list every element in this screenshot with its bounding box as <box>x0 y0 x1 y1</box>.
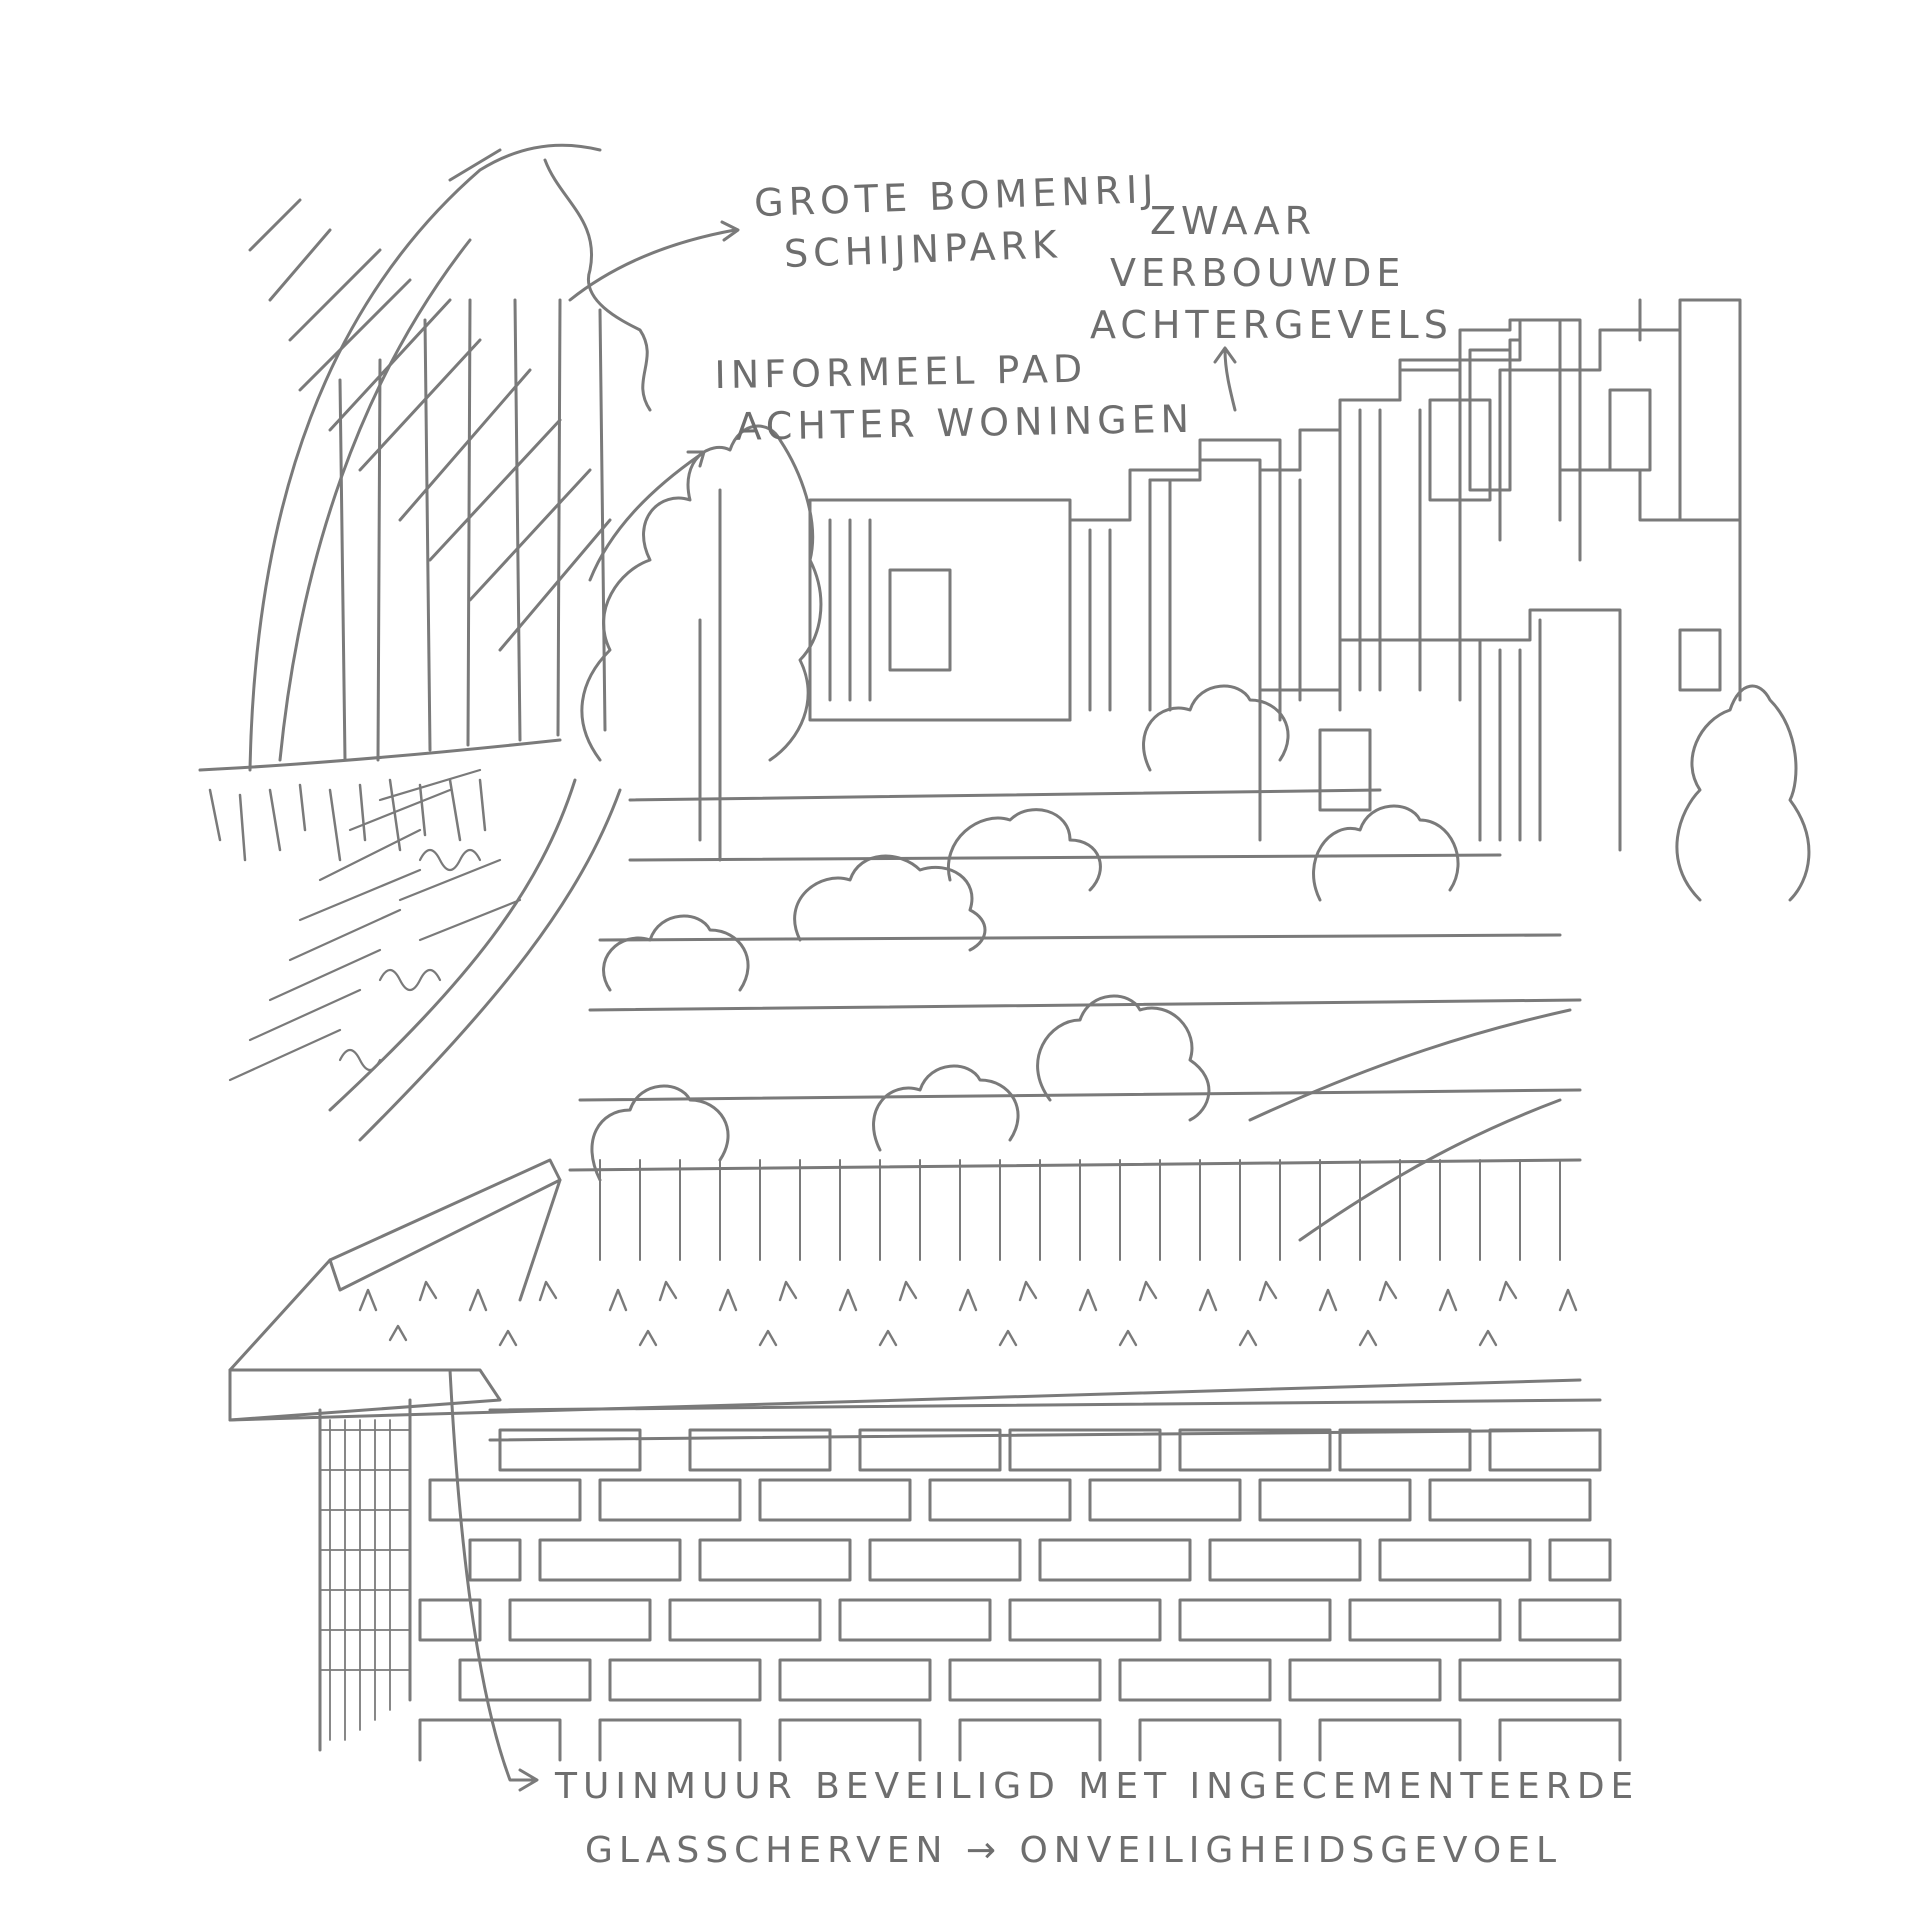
arrow-to-wall-note <box>448 1368 537 1782</box>
arrow-to-facades <box>1223 348 1237 412</box>
annotation-garden-wall: TUINMUUR BEVEILIGD MET INGECEMENTEERDE G… <box>555 1755 1639 1883</box>
tree-row <box>198 143 652 862</box>
gardens <box>568 684 1582 1261</box>
annotation-garden-wall-line2: GLASSCHERVEN → ONVEILIGHEIDSGEVOEL <box>585 1830 1563 1871</box>
brick-wall <box>318 1398 1622 1762</box>
rear-facades <box>808 298 1811 902</box>
annotation-rear-facades-line2: VERBOUWDE <box>1110 251 1406 295</box>
arrow-to-trees <box>568 228 737 302</box>
annotation-garden-wall-line1: TUINMUUR BEVEILIGD MET INGECEMENTEERDE <box>555 1766 1640 1807</box>
annotation-rear-facades-line1: ZWAAR <box>1150 199 1316 243</box>
annotation-rear-facades-line3: ACHTERGEVELS <box>1090 303 1453 347</box>
informal-path <box>228 768 622 1142</box>
annotation-informal-path: INFORMEEL PAD ACHTER WONINGEN <box>714 341 1194 453</box>
annotation-informal-path-line2: ACHTER WONINGEN <box>735 396 1195 449</box>
annotation-arrows <box>448 220 1237 1792</box>
wall-cap <box>228 1158 1582 1422</box>
arrow-to-path <box>588 453 702 582</box>
annotation-rear-facades: ZWAAR VERBOUWDE ACHTERGEVELS <box>1090 195 1453 351</box>
annotation-informal-path-line1: INFORMEEL PAD <box>714 346 1088 398</box>
